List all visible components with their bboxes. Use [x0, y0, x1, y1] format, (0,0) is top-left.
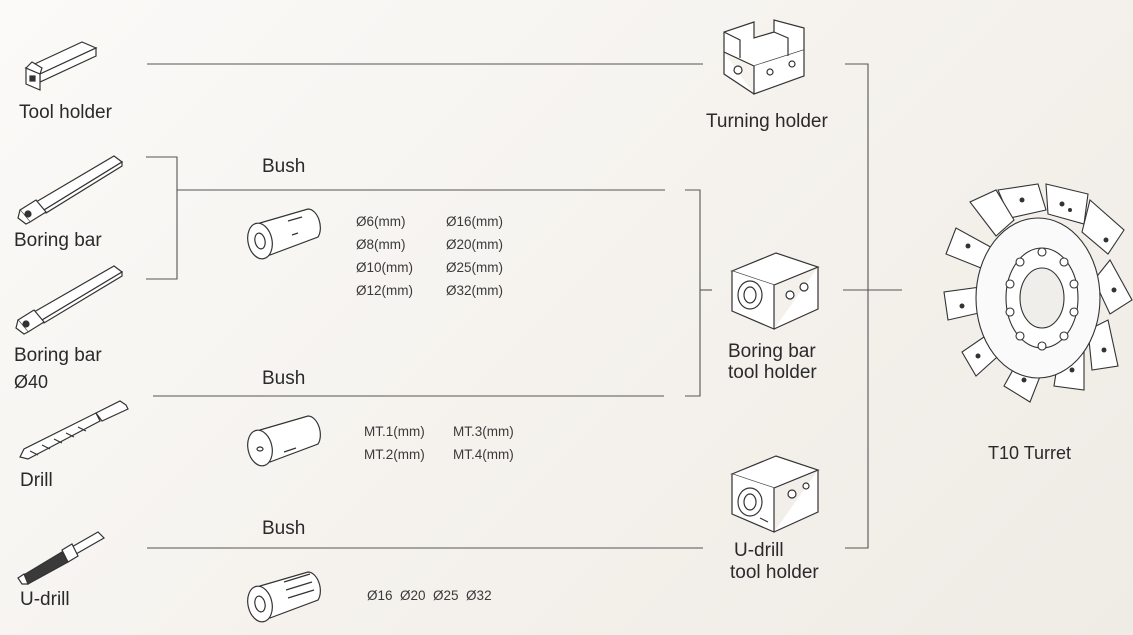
- bracket-boring-bars: [146, 156, 178, 280]
- spec-item: Ø20(mm): [446, 237, 503, 252]
- spec-item: MT.4(mm): [453, 447, 514, 462]
- tool-holder-icon: [24, 41, 98, 91]
- bush-2-specs-col2: MT.3(mm) MT.4(mm): [453, 420, 514, 466]
- boring-bar-holder-label-2: tool holder: [728, 362, 817, 383]
- spec-item: MT.3(mm): [453, 424, 514, 439]
- boring-bar-40-label: Boring bar: [14, 345, 102, 366]
- bush-3-icon: [247, 571, 321, 623]
- bush-3-specs: Ø16 Ø20 Ø25 Ø32: [367, 588, 492, 603]
- spec-item: MT.1(mm): [364, 424, 425, 439]
- bush-1-specs-col1: Ø6(mm) Ø8(mm) Ø10(mm) Ø12(mm): [356, 210, 413, 302]
- bush-2-specs-col1: MT.1(mm) MT.2(mm): [364, 420, 425, 466]
- drill-label: Drill: [20, 470, 53, 491]
- spec-item: Ø16(mm): [446, 214, 503, 229]
- spec-item: Ø6(mm): [356, 214, 406, 229]
- bush-1-icon: [247, 208, 321, 260]
- spec-item: Ø25(mm): [446, 260, 503, 275]
- boring-bar-holder-icon: [730, 252, 820, 330]
- spec-item: MT.2(mm): [364, 447, 425, 462]
- spec-item: Ø8(mm): [356, 237, 406, 252]
- turret-blocks: [943, 183, 1133, 403]
- turret-label: T10 Turret: [988, 443, 1072, 463]
- boring-bar-40-size: Ø40: [14, 372, 49, 392]
- spec-item: Ø32(mm): [446, 283, 503, 298]
- bush-1-specs-col2: Ø16(mm) Ø20(mm) Ø25(mm) Ø32(mm): [446, 210, 503, 302]
- u-drill-holder-label-1: U-drill: [734, 540, 784, 561]
- u-drill-holder-label-2: tool holder: [730, 562, 819, 583]
- spec-item: Ø10(mm): [356, 260, 413, 275]
- t10-turret-icon: [943, 183, 1133, 403]
- turning-holder-icon: [723, 19, 805, 95]
- u-drill-holder-icon: [730, 455, 820, 533]
- bush-3-label: Bush: [262, 518, 306, 539]
- boring-bar-holder-label-1: Boring bar: [728, 341, 816, 362]
- u-drill-label: U-drill: [20, 589, 70, 610]
- turning-holder-label: Turning holder: [706, 111, 828, 132]
- tool-holder-label: Tool holder: [19, 102, 112, 123]
- bush-1-label: Bush: [262, 156, 306, 177]
- u-drill-icon: [17, 531, 105, 585]
- boring-bar-icon: [17, 155, 124, 225]
- drill-icon: [19, 400, 129, 460]
- boring-bar-label: Boring bar: [14, 230, 102, 251]
- bracket-turret: [845, 63, 869, 549]
- spec-item: Ø12(mm): [356, 283, 413, 298]
- bracket-boring-holder: [685, 189, 701, 397]
- bush-2-icon: [247, 415, 321, 467]
- bush-2-label: Bush: [262, 368, 306, 389]
- boring-bar-40-icon: [15, 265, 124, 335]
